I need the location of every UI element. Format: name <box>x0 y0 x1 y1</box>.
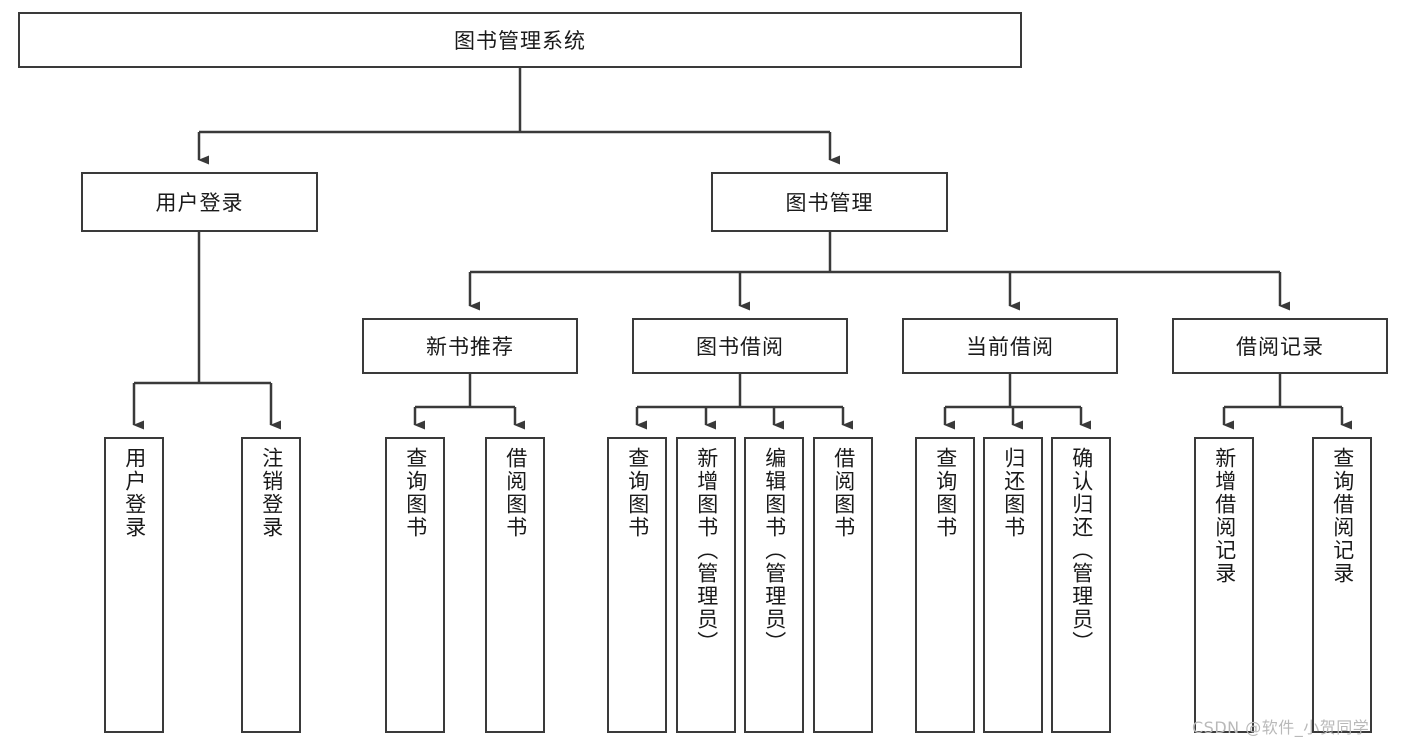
node-label: 新增图书（管理员） <box>694 447 719 654</box>
node-label: 借阅图书 <box>503 447 528 539</box>
node-label: 注销登录 <box>259 447 284 539</box>
node-current-borrowing[interactable]: 当前借阅 <box>902 318 1118 374</box>
node-label: 查询图书 <box>933 447 958 539</box>
node-root-book-management-system[interactable]: 图书管理系统 <box>18 12 1022 68</box>
leaf-record-add-borrow-record[interactable]: 新增借阅记录 <box>1194 437 1254 733</box>
node-book-management[interactable]: 图书管理 <box>711 172 948 232</box>
leaf-current-query-books[interactable]: 查询图书 <box>915 437 975 733</box>
leaf-borrow-edit-book-admin[interactable]: 编辑图书（管理员） <box>744 437 804 733</box>
node-label: 借阅记录 <box>1236 335 1324 359</box>
node-label: 图书管理 <box>785 191 874 215</box>
leaf-record-query-borrow-record[interactable]: 查询借阅记录 <box>1312 437 1372 733</box>
leaf-borrow-add-book-admin[interactable]: 新增图书（管理员） <box>676 437 736 733</box>
node-borrowing-record[interactable]: 借阅记录 <box>1172 318 1388 374</box>
node-label: 用户登录 <box>155 191 244 215</box>
node-label: 新增借阅记录 <box>1212 447 1237 585</box>
node-label: 借阅图书 <box>831 447 856 539</box>
node-label: 查询借阅记录 <box>1330 447 1355 585</box>
csdn-watermark: CSDN @软件_小贺同学 <box>1192 718 1370 737</box>
node-new-book-recommendation[interactable]: 新书推荐 <box>362 318 578 374</box>
node-label: 编辑图书（管理员） <box>762 447 787 654</box>
leaf-current-confirm-return-admin[interactable]: 确认归还（管理员） <box>1051 437 1111 733</box>
node-label: 用户登录 <box>122 447 147 539</box>
leaf-user-login[interactable]: 用户登录 <box>104 437 164 733</box>
node-user-login[interactable]: 用户登录 <box>81 172 318 232</box>
node-label: 当前借阅 <box>966 335 1054 359</box>
leaf-current-return-books[interactable]: 归还图书 <box>983 437 1043 733</box>
node-label: 新书推荐 <box>426 335 514 359</box>
node-label: 归还图书 <box>1001 447 1026 539</box>
node-label: 查询图书 <box>403 447 428 539</box>
node-label: 图书借阅 <box>696 335 784 359</box>
node-label: 图书管理系统 <box>454 29 586 53</box>
node-book-borrowing[interactable]: 图书借阅 <box>632 318 848 374</box>
leaf-new-book-query-books[interactable]: 查询图书 <box>385 437 445 733</box>
leaf-user-logout[interactable]: 注销登录 <box>241 437 301 733</box>
leaf-new-book-borrow-books[interactable]: 借阅图书 <box>485 437 545 733</box>
node-label: 确认归还（管理员） <box>1069 447 1094 654</box>
leaf-borrow-query-books[interactable]: 查询图书 <box>607 437 667 733</box>
leaf-borrow-borrow-books[interactable]: 借阅图书 <box>813 437 873 733</box>
node-label: 查询图书 <box>625 447 650 539</box>
